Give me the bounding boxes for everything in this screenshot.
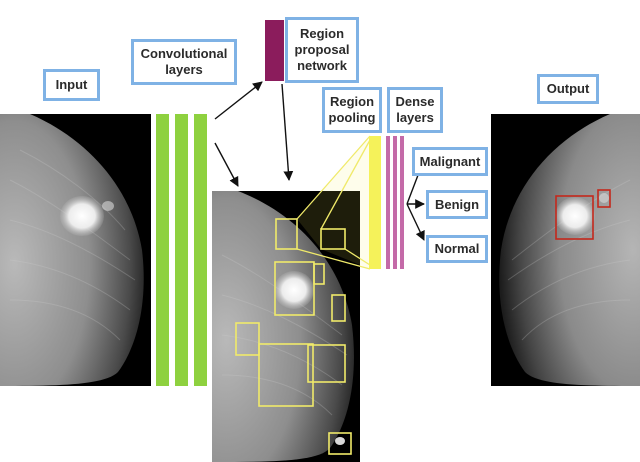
arrow-conv-to-feature [215, 143, 238, 186]
label-region-pooling: Region pooling [322, 87, 382, 133]
label-malignant: Malignant [412, 147, 488, 176]
input-mammogram [0, 114, 151, 386]
arrow-conv-to-rpn [215, 82, 262, 119]
conv-bar [156, 114, 169, 386]
dense-bars [386, 136, 404, 269]
label-output: Output [537, 74, 599, 104]
label-benign: Benign [426, 190, 488, 219]
arrow-to-normal [407, 204, 424, 240]
label-input: Input [43, 69, 100, 101]
pooling-bar [369, 136, 381, 269]
label-normal: Normal [426, 235, 488, 263]
label-convolutional-layers: Convolutional layers [131, 39, 237, 85]
convolutional-bars [156, 114, 207, 386]
label-region-proposal-network: Region proposal network [285, 17, 359, 83]
output-mammogram [491, 114, 640, 386]
conv-bar [175, 114, 188, 386]
label-dense-layers: Dense layers [387, 87, 443, 133]
dense-bar [400, 136, 404, 269]
dense-bar [393, 136, 397, 269]
rpn-block [265, 20, 284, 81]
conv-bar [194, 114, 207, 386]
dense-bar [386, 136, 390, 269]
arrow-rpn-to-feature [282, 84, 289, 180]
